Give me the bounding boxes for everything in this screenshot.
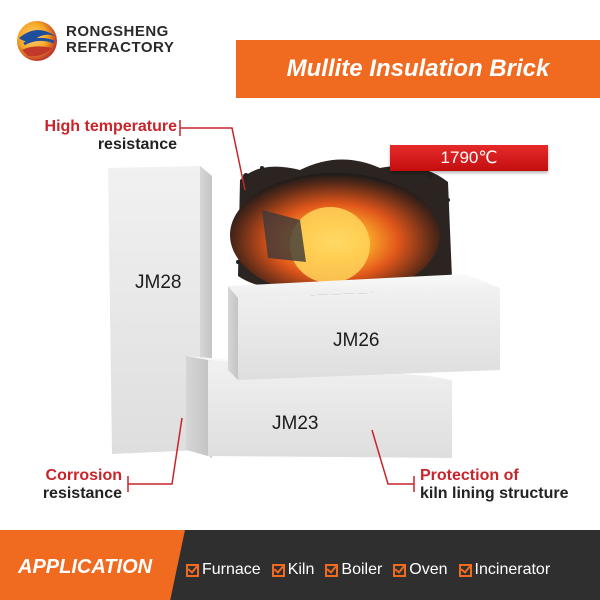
brand-name: RONGSHENG REFRACTORY <box>66 24 174 56</box>
leader-protection <box>371 429 414 485</box>
callout-leaders <box>127 120 415 492</box>
callout-high-temperature: High temperature resistance <box>22 118 177 154</box>
application-label-bg <box>0 530 185 600</box>
application-item-label: Boiler <box>341 561 383 578</box>
checkbox-icon <box>186 563 199 577</box>
callout-protection-line2: kiln lining structure <box>420 485 569 502</box>
application-item-label: Incinerator <box>474 561 551 578</box>
application-list: Furnace Kiln Boiler Oven Incinerator <box>186 561 550 579</box>
callout-corrosion: Corrosion resistance <box>22 467 122 503</box>
brand-line-2: REFRACTORY <box>66 39 175 56</box>
checkbox-icon <box>325 563 339 577</box>
brand-logo: RONGSHENG REFRACTORY <box>14 18 174 68</box>
checkbox-icon <box>458 563 472 577</box>
application-item: Incinerator <box>458 561 551 579</box>
page-title: Mullite Insulation Brick <box>286 55 550 82</box>
fire-image <box>230 159 452 297</box>
application-item-label: Furnace <box>202 561 261 578</box>
application-item-label: Kiln <box>287 561 315 578</box>
callout-high-temp-line1: High temperature <box>44 118 177 135</box>
application-item: Boiler <box>325 561 382 579</box>
callout-corrosion-line1: Corrosion <box>45 467 122 484</box>
brick-label-jm26: JM26 <box>333 330 380 351</box>
callout-protection: Protection of kiln lining structure <box>420 467 595 503</box>
globe-logo-icon <box>17 21 57 61</box>
application-item: Kiln <box>271 561 315 579</box>
leader-hightemp <box>180 127 246 191</box>
checkbox-icon <box>393 563 407 577</box>
brick-jm23 <box>186 356 452 458</box>
brick-jm26 <box>228 274 500 380</box>
checkbox-icon <box>271 563 285 577</box>
brick-label-jm23: JM23 <box>272 413 319 434</box>
brick-label-jm28: JM28 <box>135 272 182 293</box>
application-label: APPLICATION <box>18 556 153 578</box>
brick-jm28 <box>108 166 212 458</box>
leader-corrosion <box>128 417 183 485</box>
application-item-label: Oven <box>409 561 448 578</box>
brand-line-1: RONGSHENG <box>66 23 169 40</box>
callout-high-temp-line2: resistance <box>97 136 177 153</box>
title-banner: Mullite Insulation Brick <box>236 40 600 98</box>
temperature-badge: 1790℃ <box>390 145 548 171</box>
callout-protection-line1: Protection of <box>420 467 519 484</box>
callout-corrosion-line2: resistance <box>42 485 122 502</box>
application-item: Oven <box>393 561 448 579</box>
application-item: Furnace <box>186 561 261 579</box>
